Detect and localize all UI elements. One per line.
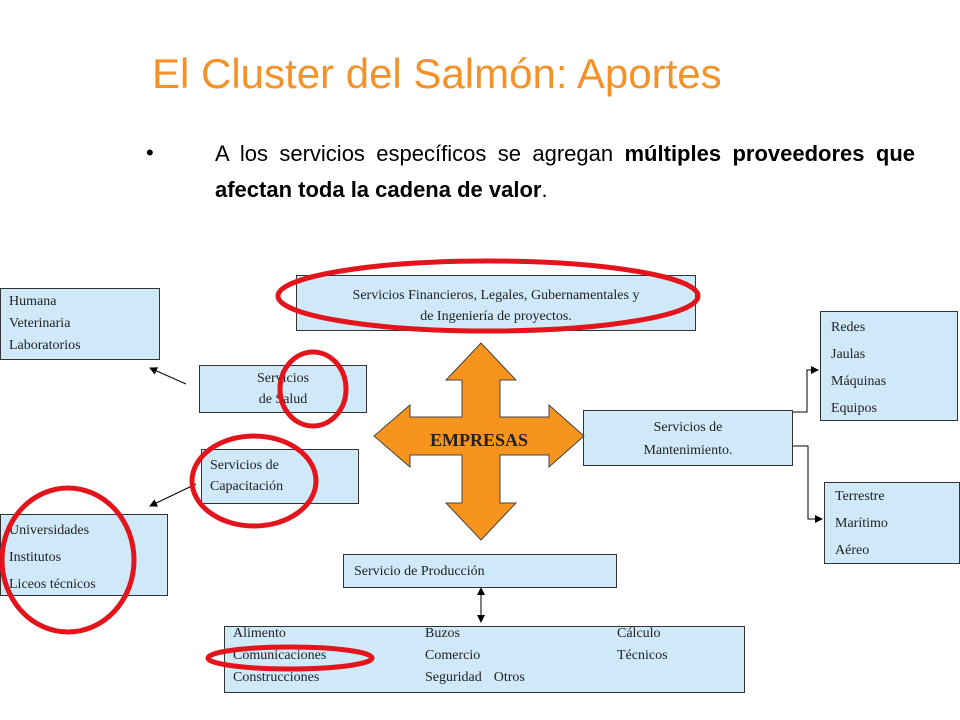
produccion-item: Seguridad Otros	[425, 667, 525, 689]
box-produccion-items: Alimento Comunicaciones Construcciones B…	[224, 626, 745, 693]
box-mantenimiento-transporte: Terrestre Marítimo Aéreo	[824, 482, 960, 564]
box-salud-items: Humana Veterinaria Laboratorios	[0, 288, 160, 360]
box-mantenimiento-equipos: Redes Jaulas Máquinas Equipos	[820, 311, 958, 421]
produccion-item: Comercio	[425, 648, 481, 663]
produccion-item: Técnicos	[617, 648, 668, 663]
arrow-mantenimiento-to-transporte	[793, 445, 823, 523]
transporte-item: Terrestre	[835, 489, 885, 504]
educacion-item: Institutos	[9, 550, 62, 565]
center-label: EMPRESAS	[430, 430, 528, 450]
educacion-item: Liceos técnicos	[9, 577, 96, 592]
educacion-item: Universidades	[9, 523, 90, 538]
box-servicios-financieros-line-1: Servicios Financieros, Legales, Gubernam…	[352, 288, 640, 303]
box-servicios-mantenimiento: Servicios de Mantenimiento.	[583, 410, 793, 466]
bullet-text-plain: A los servicios específicos se agregan	[215, 141, 625, 166]
produccion-col-3: Cálculo Técnicos	[617, 623, 668, 667]
bullet-text-bold: múltiples proveedores que afectan toda l…	[215, 141, 916, 202]
four-way-arrow-icon	[373, 342, 585, 541]
produccion-item: Cálculo	[617, 626, 661, 641]
arrow-capacitacion-to-items	[149, 483, 197, 507]
salud-item: Veterinaria	[9, 316, 71, 331]
produccion-item: Construcciones	[233, 670, 320, 685]
highlight-ring-comunicaciones	[205, 644, 375, 672]
box-servicios-mantenimiento-line-2: Mantenimiento.	[643, 443, 733, 458]
produccion-col-2: Buzos Comercio Seguridad Otros	[425, 623, 525, 689]
highlight-ring-capacitacion	[189, 433, 319, 529]
highlight-ring-educacion	[0, 485, 137, 635]
box-servicio-produccion: Servicio de Producción	[343, 554, 617, 588]
mantenimiento-item: Equipos	[831, 401, 877, 416]
produccion-col-1: Alimento Comunicaciones Construcciones	[233, 623, 326, 689]
mantenimiento-item: Máquinas	[831, 374, 887, 389]
transporte-item: Aéreo	[835, 543, 870, 558]
highlight-ring-financieros	[275, 258, 701, 334]
box-servicios-capacitacion: Servicios de Capacitación	[201, 449, 359, 504]
salud-item: Humana	[9, 294, 57, 309]
highlight-ring-salud	[277, 349, 349, 429]
slide-title: El Cluster del Salmón: Aportes	[152, 50, 722, 97]
arrow-mantenimiento-to-redes	[793, 366, 819, 413]
mantenimiento-item: Redes	[831, 320, 866, 335]
box-servicio-produccion-label: Servicio de Producción	[354, 564, 485, 579]
box-educacion-items: Universidades Institutos Liceos técnicos	[0, 514, 168, 596]
arrow-salud-to-items	[149, 367, 187, 385]
box-servicios-capacitacion-line-1: Servicios de	[210, 458, 279, 473]
box-servicios-financieros-line-2: de Ingeniería de proyectos.	[420, 309, 572, 324]
salud-item: Laboratorios	[9, 338, 81, 353]
bullet-icon: •	[146, 140, 154, 165]
produccion-item-otros: Otros	[493, 670, 525, 685]
produccion-item: Comunicaciones	[233, 648, 327, 663]
bullet-text-end: .	[541, 177, 548, 202]
bullet-text: A los servicios específicos se agregan m…	[215, 136, 915, 208]
box-servicios-mantenimiento-line-1: Servicios de	[653, 420, 723, 435]
transporte-item: Marítimo	[835, 516, 888, 531]
produccion-item-seguridad: Seguridad	[425, 670, 482, 685]
produccion-item: Alimento	[233, 626, 286, 641]
box-servicios-capacitacion-line-2: Capacitación	[210, 479, 284, 494]
mantenimiento-item: Jaulas	[831, 347, 866, 362]
produccion-item: Buzos	[425, 626, 460, 641]
